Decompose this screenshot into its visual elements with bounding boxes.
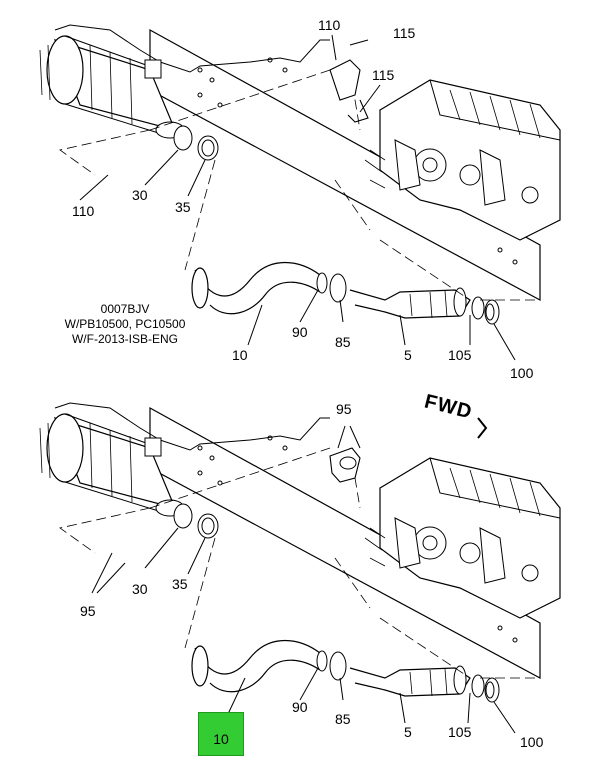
callout-35-top[interactable]: 35	[175, 199, 191, 215]
callout-85-top[interactable]: 85	[335, 334, 351, 350]
callout-110-top[interactable]: 110	[318, 17, 341, 33]
callout-115-lower[interactable]: 115	[372, 67, 395, 83]
highlighted-part-box[interactable]: 10	[198, 712, 244, 756]
callout-5-top[interactable]: 5	[404, 347, 412, 363]
highlighted-part-label: 10	[213, 731, 229, 747]
callout-30-top[interactable]: 30	[132, 187, 148, 203]
fwd-arrow-icon	[477, 417, 488, 439]
bottom-assembly-drawing	[39, 402, 561, 734]
note-line-3: W/F-2013-ISB-ENG	[71, 332, 179, 346]
callout-95-left[interactable]: 95	[80, 603, 96, 619]
callout-95-bracket[interactable]: 95	[336, 401, 352, 417]
note-line-1: 0007BJV	[100, 302, 150, 316]
callout-30-bottom[interactable]: 30	[132, 581, 148, 597]
callout-110-left[interactable]: 110	[72, 203, 95, 219]
callout-100-bottom[interactable]: 100	[520, 734, 544, 750]
callout-85-bottom[interactable]: 85	[335, 711, 351, 727]
callout-105-top[interactable]: 105	[448, 347, 472, 363]
callout-90-bottom[interactable]: 90	[292, 699, 308, 715]
callout-105-bottom[interactable]: 105	[448, 724, 472, 740]
callout-10-top[interactable]: 10	[232, 347, 248, 363]
callout-90-top[interactable]: 90	[292, 324, 308, 340]
applicability-note: 0007BJV W/PB10500, PC10500 W/F-2013-ISB-…	[55, 302, 195, 347]
callout-115-top[interactable]: 115	[393, 25, 416, 41]
top-assembly-drawing	[39, 24, 561, 361]
callout-5-bottom[interactable]: 5	[404, 724, 412, 740]
callout-35-bottom[interactable]: 35	[172, 576, 188, 592]
callout-100-top[interactable]: 100	[510, 365, 534, 381]
note-line-2: W/PB10500, PC10500	[64, 317, 186, 331]
